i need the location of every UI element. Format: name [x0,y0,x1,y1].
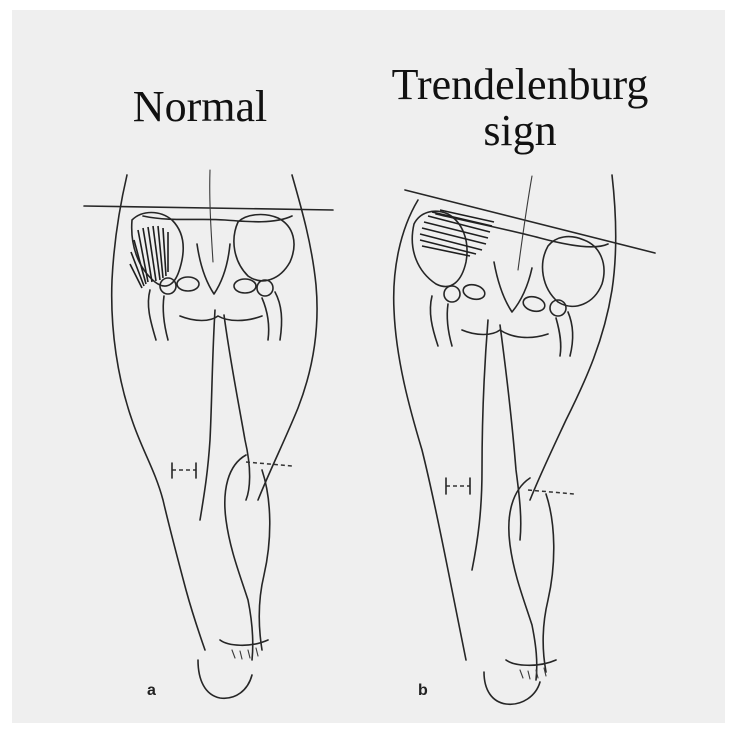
panel-b-figure [394,175,655,704]
panel-a-right-ilium [234,215,294,281]
panel-b-gluteus-medius [420,210,494,256]
panel-a-femur-right [262,292,282,340]
panel-b-midline [518,176,532,270]
panel-a-femur-left [148,290,168,340]
panel-a-iliac-crest [143,216,292,222]
panel-a-obturator-left [177,277,199,291]
panel-b-body-outline-left [394,200,466,660]
panel-a-pelvic-line [84,206,333,210]
panel-a-knee-mark-right [246,462,292,466]
panel-b-pelvic-line [405,190,655,253]
panel-b-calf-back [543,494,554,672]
panel-a-gluteus-medius [130,226,168,288]
panel-a-figure [84,170,333,698]
panel-b-femoral-head-left [444,286,460,302]
panel-b-letter: b [418,682,428,700]
panel-a-body-outline-right [258,175,317,500]
panel-b-obturator-left [462,283,487,302]
panel-a-gluteal-fold [180,316,262,321]
panel-a-letter: a [147,682,156,700]
panel-a-inner-leg-right [224,315,250,500]
panel-a-body-outline-left [112,175,205,650]
panel-a-toes [232,648,258,659]
panel-a-foot [198,640,268,698]
panel-b-femur-right [556,312,573,356]
panel-a-inner-leg-left [200,310,215,520]
panel-b-toes [520,668,546,679]
panel-b-femur-left [430,296,452,346]
panel-b-gluteal-fold [462,330,548,337]
panel-a-femoral-head-right [257,280,273,296]
panel-a-sacrum [197,244,230,294]
panel-b-obturator-right [522,295,547,314]
panel-b-sacrum [494,262,532,312]
panel-b-calf [509,478,537,680]
panel-b-right-ilium [543,237,604,307]
panel-b-inner-leg-left [472,320,488,570]
panel-a-obturator-right [234,279,256,293]
panel-b-knee-mark-right [528,490,574,494]
panel-a-midline [210,170,213,262]
panel-a-calf-back [259,470,270,650]
